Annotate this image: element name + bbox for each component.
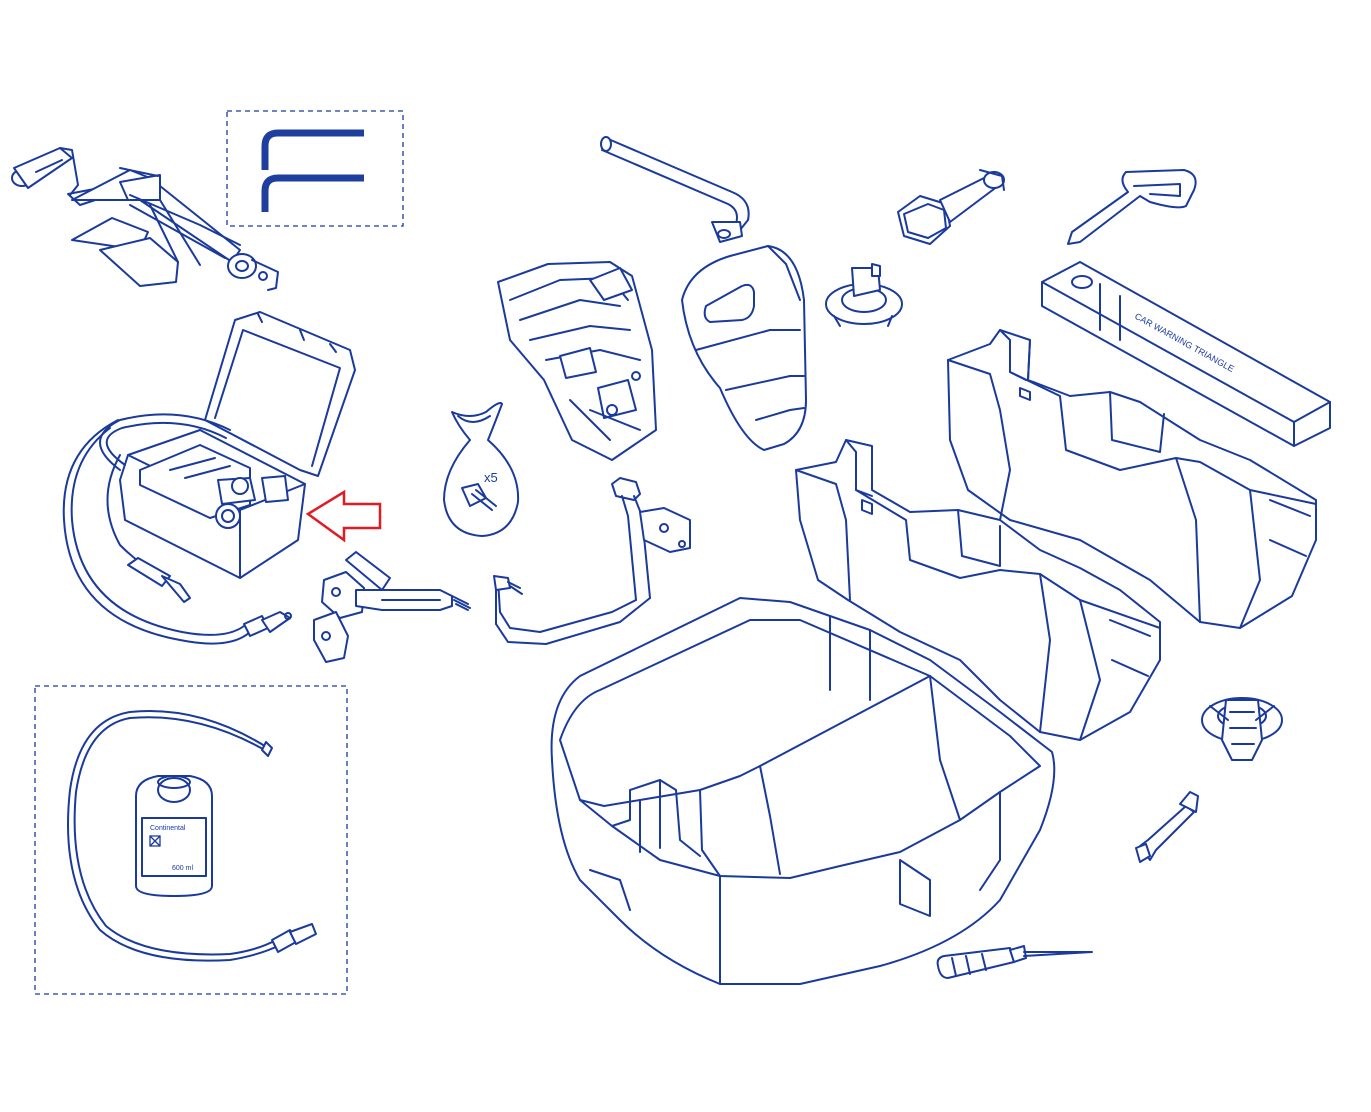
scissor-jack [11, 147, 279, 291]
spare-wheel-fixing [1201, 697, 1283, 761]
screwdriver [936, 945, 1093, 979]
tool-tray-upper [947, 329, 1317, 629]
tool-tray-lower [795, 439, 1161, 741]
wing-nut [825, 263, 903, 327]
highlight-arrow-icon [305, 489, 382, 543]
jack-holder [497, 261, 657, 461]
tyre-inflation-compressor-kit [62, 311, 356, 645]
bolt-bag: x5 [443, 402, 520, 537]
spare-wheel-well-tray [550, 597, 1056, 985]
socket-wrench [897, 169, 1005, 245]
hook-bracket [493, 477, 691, 645]
sealant-bottle-with-hose: Continental 600 ml [34, 685, 348, 995]
towing-hook [1067, 169, 1197, 245]
hex-keys [226, 110, 404, 227]
wheel-brace [600, 136, 750, 243]
jack-mounting-bracket [313, 551, 471, 663]
bolt-count-label: x5 [484, 470, 498, 485]
bottle-brand-label: Continental [150, 825, 186, 832]
small-spanner [1135, 791, 1199, 863]
foam-insert [681, 245, 807, 451]
bottle-volume-label: 600 ml [172, 865, 193, 872]
